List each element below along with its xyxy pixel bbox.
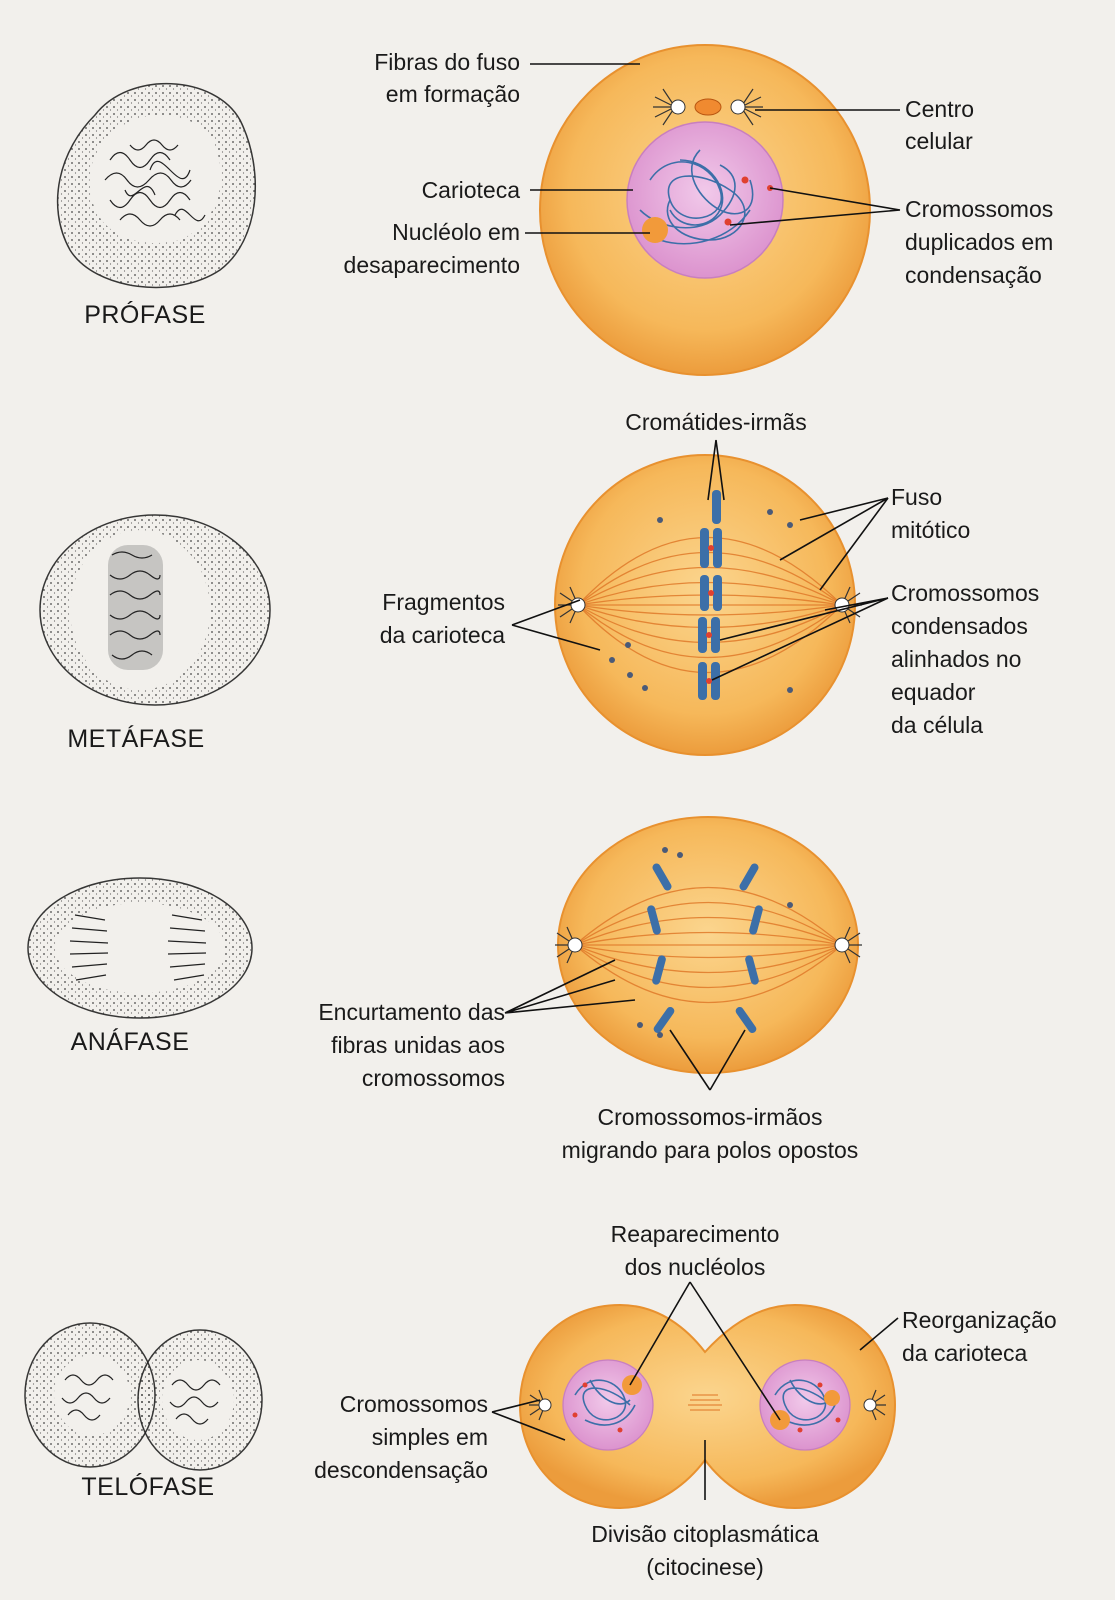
label-nucleoli-2: dos nucléolos — [625, 1254, 766, 1280]
label-spindle-fibers-2: em formação — [386, 81, 520, 107]
label-fragments-2: da carioteca — [380, 622, 506, 648]
label-simple-1: Cromossomos — [340, 1391, 488, 1417]
label-condensed-4: equador — [891, 679, 976, 705]
label-migrating-2: migrando para polos opostos — [562, 1137, 859, 1163]
label-condensed-3: alinhados no — [891, 646, 1021, 672]
prophase-sketch — [56, 83, 256, 289]
label-migrating-1: Cromossomos-irmãos — [598, 1104, 823, 1130]
label-condensed-2: condensados — [891, 613, 1028, 639]
label-chromosomes-1: Cromossomos — [905, 196, 1053, 222]
label-karyotheca: Carioteca — [422, 177, 521, 203]
telophase-leaders — [491, 1281, 899, 1500]
label-shortening-3: cromossomos — [362, 1065, 505, 1091]
label-nucleoli-1: Reaparecimento — [611, 1221, 780, 1247]
label-cell-center-2: celular — [905, 128, 973, 154]
label-chromosomes-2: duplicados em — [905, 229, 1053, 255]
label-cell-center-1: Centro — [905, 96, 974, 122]
telophase-sketch — [24, 1322, 263, 1471]
metaphase-sketch — [39, 514, 271, 706]
telophase-cell — [518, 1303, 897, 1510]
phase-label-prophase: PRÓFASE — [84, 300, 206, 329]
anaphase-sketch — [27, 877, 253, 1019]
anaphase-leaders — [504, 959, 746, 1091]
label-condensed-1: Cromossomos — [891, 580, 1039, 606]
label-spindle-1: Fuso — [891, 484, 942, 510]
phase-label-anaphase: ANÁFASE — [71, 1027, 190, 1056]
label-karyotheca-1: Reorganização — [902, 1307, 1057, 1333]
metaphase-cell — [554, 454, 862, 756]
label-condensed-5: da célula — [891, 712, 983, 738]
metaphase-leaders — [511, 439, 889, 681]
label-fragments-1: Fragmentos — [382, 589, 505, 615]
label-simple-2: simples em — [372, 1424, 488, 1450]
prophase-cell — [539, 44, 871, 376]
label-nucleolus-2: desaparecimento — [344, 252, 520, 278]
label-shortening-2: fibras unidas aos — [331, 1032, 505, 1058]
label-simple-3: descondensação — [314, 1457, 488, 1483]
label-nucleolus-1: Nucléolo em — [392, 219, 520, 245]
label-spindle-2: mitótico — [891, 517, 970, 543]
label-spindle-fibers-1: Fibras do fuso — [374, 49, 520, 75]
label-karyotheca-2: da carioteca — [902, 1340, 1028, 1366]
phase-label-metaphase: METÁFASE — [67, 724, 204, 753]
label-chromosomes-3: condensação — [905, 262, 1042, 288]
label-division-2: (citocinese) — [646, 1554, 764, 1580]
anaphase-cell — [555, 816, 862, 1074]
label-division-1: Divisão citoplasmática — [591, 1521, 819, 1547]
label-shortening-1: Encurtamento das — [318, 999, 505, 1025]
label-sister-chromatids: Cromátides-irmãs — [625, 409, 806, 435]
prophase-leaders — [525, 63, 901, 234]
phase-label-telophase: TELÓFASE — [81, 1472, 214, 1501]
